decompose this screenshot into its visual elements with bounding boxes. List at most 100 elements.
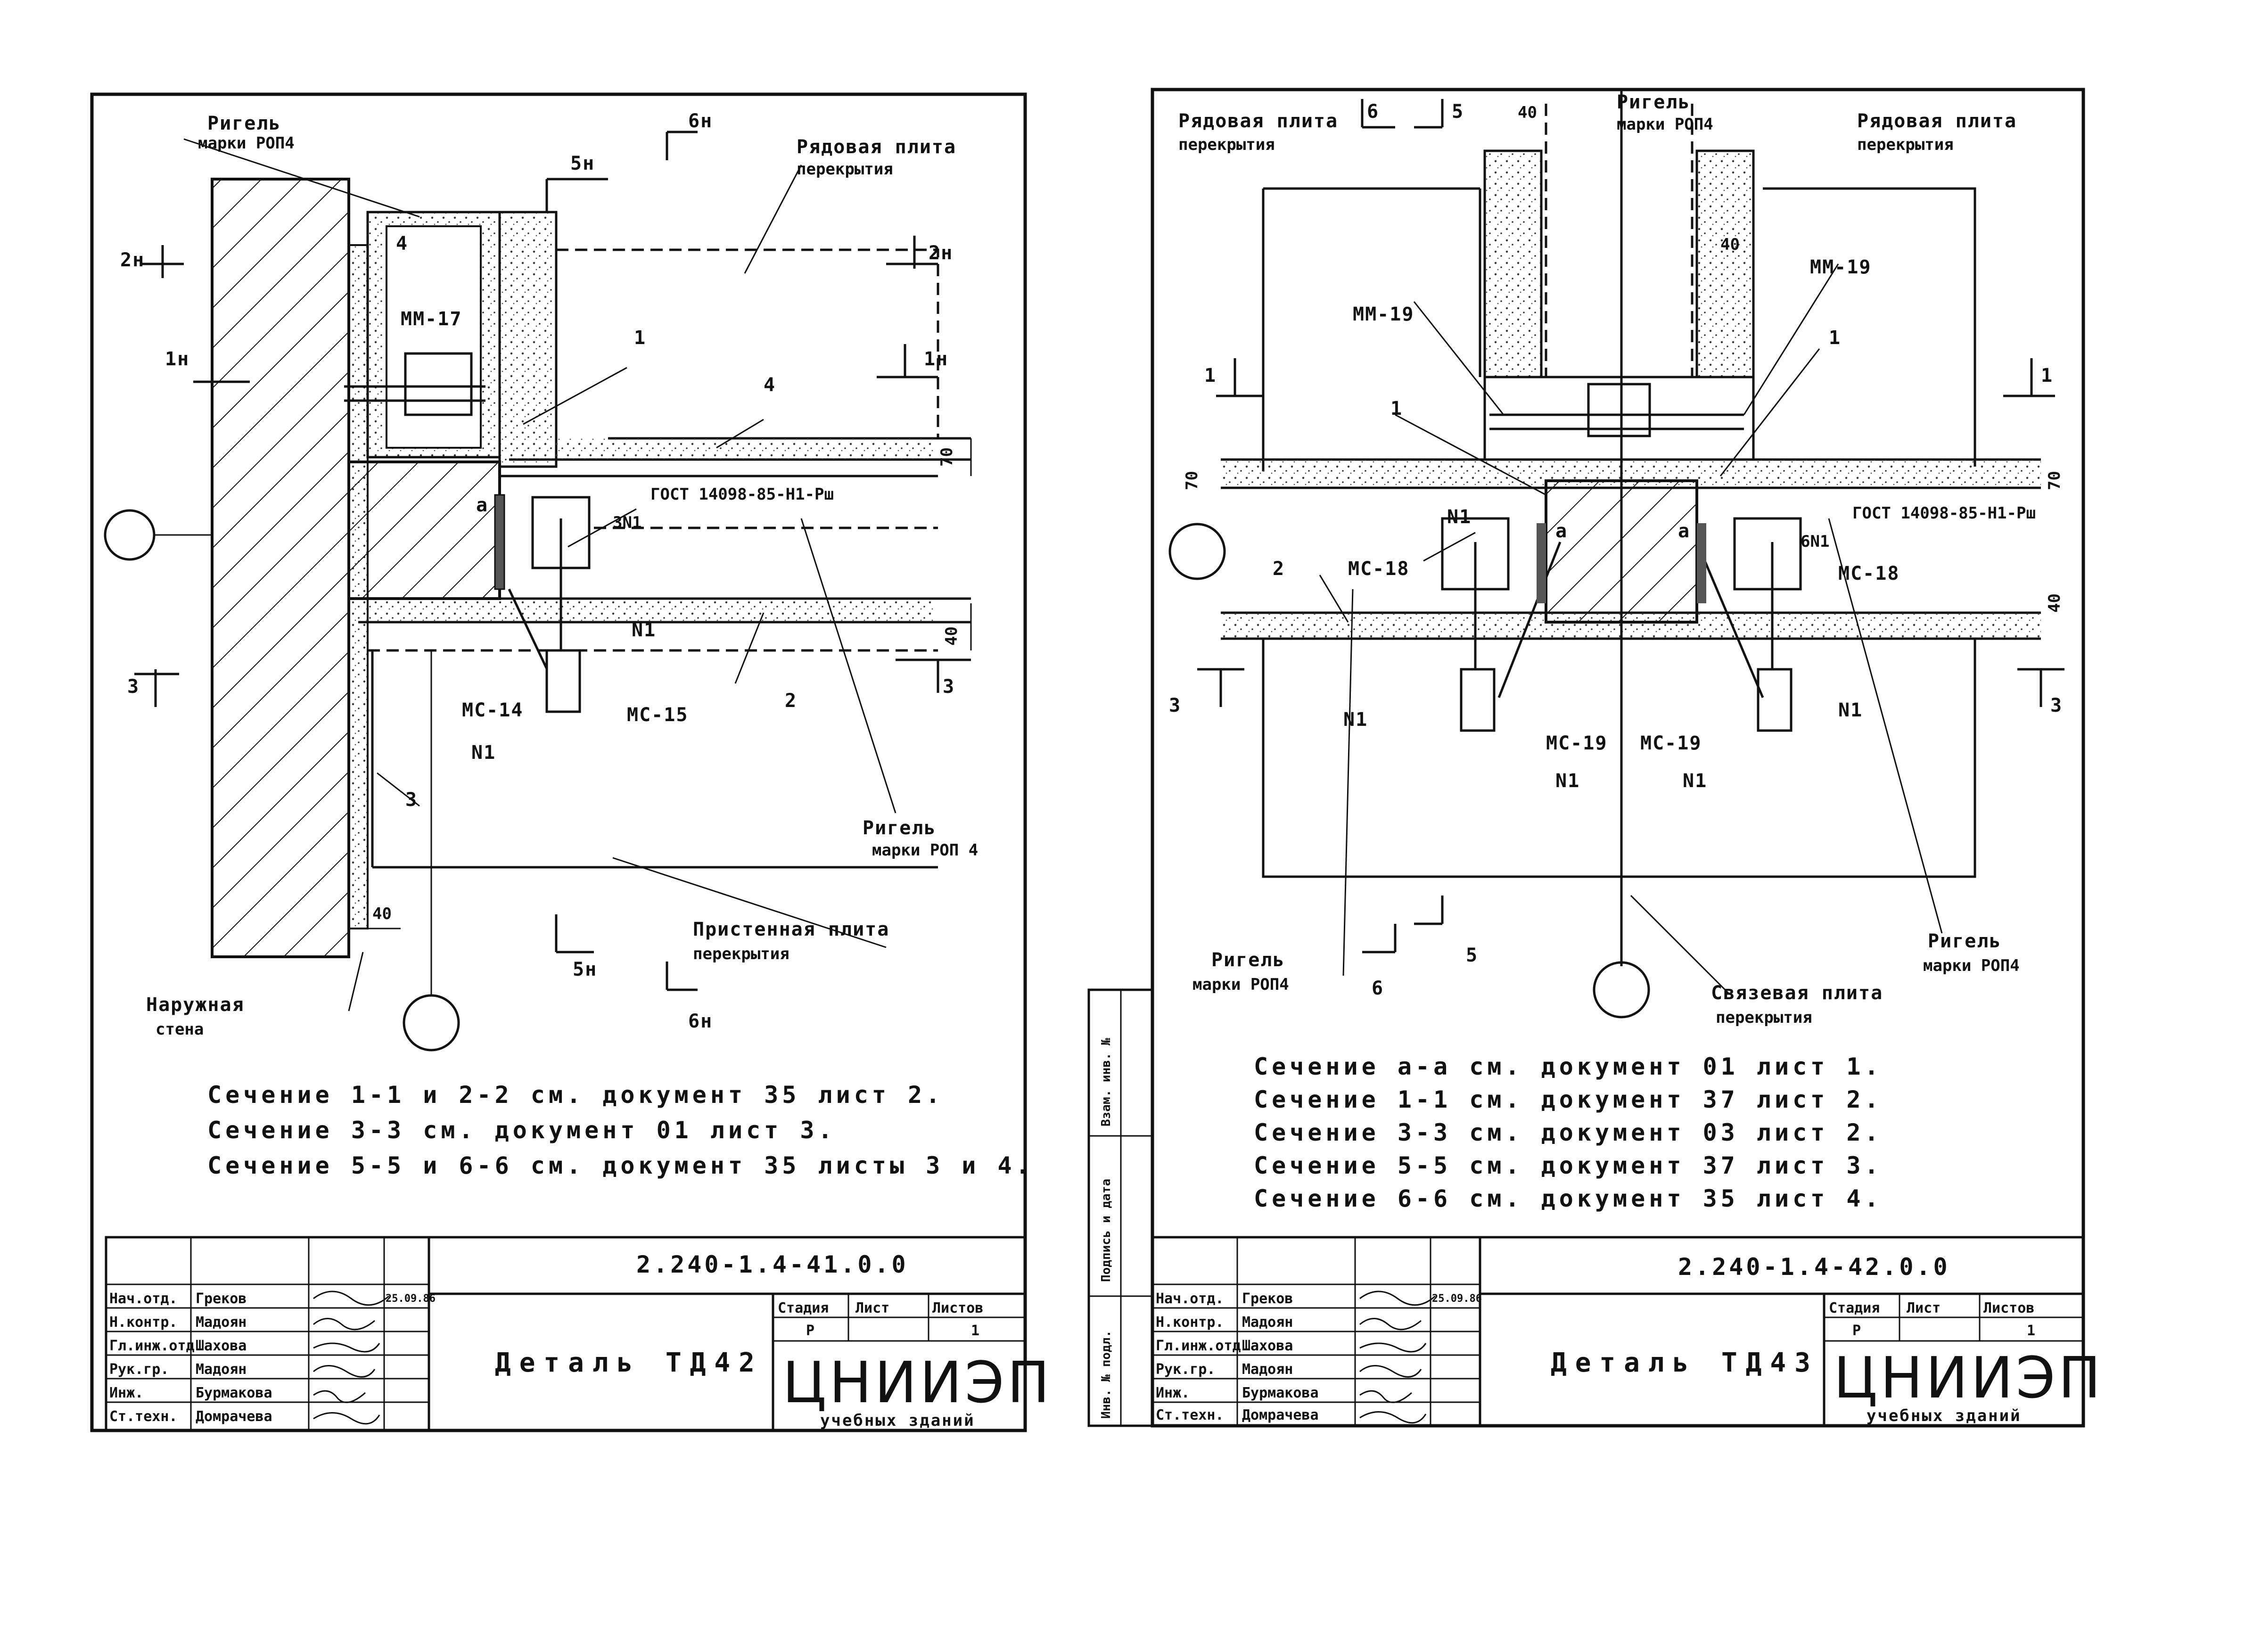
note-1: Сечение 1-1 и 2-2 см. документ 35 лист 2… xyxy=(207,1081,944,1109)
side-stamp-inv: Инв. № подл. xyxy=(1099,1330,1113,1419)
tb-name-5: Домрачева xyxy=(196,1408,272,1425)
r-label-n1-4: N1 xyxy=(1683,770,1707,792)
label-gost: ГОСТ 14098-85-Н1-Рш xyxy=(650,485,834,504)
label-slab-top-2: перекрытия xyxy=(797,160,893,179)
tb-sheets-header: Листов xyxy=(932,1300,983,1316)
r-tb-code: 2.240-1.4-42.0.0 xyxy=(1678,1253,1950,1281)
r-label-rigel-br-mark: марки РОП4 xyxy=(1923,956,2020,975)
r-label-tie-slab-2: перекрытия xyxy=(1716,1008,1812,1027)
tb-code: 2.240-1.4-41.0.0 xyxy=(636,1251,909,1278)
tb-org: ЦНИИЭП xyxy=(782,1350,1053,1416)
axis-marker-bottom xyxy=(403,994,460,1052)
label-rigel-right: Ригель xyxy=(863,817,937,839)
r-dim-40-top: 40 xyxy=(1518,103,1537,122)
dim-70: 70 xyxy=(937,447,956,467)
r-tb-name-5: Домрачева xyxy=(1242,1407,1319,1423)
r-label-n1-5: N1 xyxy=(1838,699,1863,721)
pos-4a: 4 xyxy=(396,233,408,255)
r-tb-role-5: Ст.техн. xyxy=(1156,1407,1224,1423)
side-stamp-sign: Подпись и дата xyxy=(1099,1179,1113,1282)
r-tb-sheets-header: Листов xyxy=(1983,1300,2034,1316)
r-label-weld-6n1: 6N1 xyxy=(1801,532,1829,551)
label-n1-a: N1 xyxy=(632,619,656,641)
axis-marker-right-bottom xyxy=(1593,961,1650,1019)
pos-2: 2 xyxy=(785,690,797,712)
r-signature-0 xyxy=(1359,1290,1436,1306)
r-note-3: Сечение 3-3 см. документ 03 лист 2. xyxy=(1254,1119,1883,1146)
r-tb-role-0: Нач.отд. xyxy=(1156,1290,1224,1307)
axis-marker-right-left xyxy=(1168,523,1226,580)
embedded-plate-top xyxy=(1587,383,1651,437)
cut-6n-bottom: 6н xyxy=(688,1011,713,1032)
right-rigel-top xyxy=(1483,90,1755,966)
tb-role-2: Гл.инж.отд xyxy=(109,1338,195,1354)
pos-1: 1 xyxy=(634,327,646,349)
r-label-ms18-right: МС-18 xyxy=(1838,563,1900,584)
label-n1-b: N1 xyxy=(471,742,496,764)
label-weld-3n1: 3N1 xyxy=(613,513,641,532)
r-pos-2: 2 xyxy=(1273,558,1285,580)
r-label-slab-right-2: перекрытия xyxy=(1857,135,1954,154)
r-note-4: Сечение 5-5 см. документ 37 лист 3. xyxy=(1254,1152,1883,1179)
left-dims xyxy=(358,438,972,929)
r-label-rigel-bl-mark: марки РОП4 xyxy=(1192,975,1289,994)
r-label-ms18: МС-18 xyxy=(1348,558,1409,580)
left-section-marks xyxy=(134,131,971,991)
tb-name-2: Шахова xyxy=(196,1338,247,1354)
r-tb-org-sub: учебных зданий xyxy=(1867,1406,2022,1425)
r-note-2: Сечение 1-1 см. документ 37 лист 2. xyxy=(1254,1086,1883,1113)
label-ms14: МС-14 xyxy=(462,699,523,721)
r-pos-1b: 1 xyxy=(1829,327,1841,349)
tb-name-3: Мадоян xyxy=(196,1361,247,1378)
outer-wall xyxy=(211,178,369,958)
r-label-ms19-right: МС-19 xyxy=(1640,732,1702,754)
r-cut-1-right: 1 xyxy=(2041,365,2053,386)
r-label-slab-left-2: перекрытия xyxy=(1178,135,1275,154)
r-signature-3 xyxy=(1359,1365,1422,1378)
r-tb-role-4: Инж. xyxy=(1156,1385,1190,1401)
r-cut-6-top: 6 xyxy=(1367,101,1379,123)
side-stamp: Инв. № подл. Подпись и дата Взам. инв. № xyxy=(1087,988,1154,1427)
r-tb-role-2: Гл.инж.отд xyxy=(1156,1338,1241,1354)
r-cut-1-left: 1 xyxy=(1204,365,1217,386)
pos-4b: 4 xyxy=(764,374,776,396)
tb-sheet-header: Лист xyxy=(855,1300,889,1316)
r-note-5: Сечение 6-6 см. документ 35 лист 4. xyxy=(1254,1185,1883,1212)
r-dim-40-mid: 40 xyxy=(1720,235,1740,254)
r-tb-name-1: Мадоян xyxy=(1242,1314,1293,1331)
r-label-n1-1: N1 xyxy=(1447,506,1472,528)
tb-role-5: Ст.техн. xyxy=(109,1408,178,1425)
signature-4 xyxy=(313,1390,366,1403)
signature-3 xyxy=(313,1365,376,1378)
label-mm17: ММ-17 xyxy=(401,308,462,330)
label-wall-slab-2: перекрытия xyxy=(693,945,789,963)
left-leaders xyxy=(183,138,896,1011)
r-signature-5 xyxy=(1359,1411,1427,1424)
r-dim-40-right: 40 xyxy=(2045,593,2064,613)
r-tb-org: ЦНИИЭП xyxy=(1834,1346,2104,1411)
r-tb-name-2: Шахова xyxy=(1242,1338,1293,1354)
label-slab-top: Рядовая плита xyxy=(797,136,956,158)
left-sheet: Ригель марки РОП4 Рядовая плита перекрыт… xyxy=(90,92,1053,1432)
r-cut-6-bottom: 6 xyxy=(1372,978,1384,999)
r-label-gost: ГОСТ 14098-85-Н1-Рш xyxy=(1852,504,2036,523)
label-rigel-top-mark: марки РОП4 xyxy=(198,134,295,153)
r-label-slab-left: Рядовая плита xyxy=(1178,110,1338,132)
tb-stage: Р xyxy=(806,1323,814,1339)
r-signature-1 xyxy=(1359,1318,1422,1331)
right-leaders xyxy=(1319,263,1943,995)
right-slabs xyxy=(1221,187,2041,878)
r-tb-name-4: Бурмакова xyxy=(1242,1385,1319,1401)
cut-1n-left: 1н xyxy=(165,348,189,370)
tb-sheets: 1 xyxy=(971,1323,979,1339)
tb-date: 25.09.86 xyxy=(386,1293,436,1305)
r-dim-70-right: 70 xyxy=(2045,471,2064,490)
r-tb-stage-header: Стадия xyxy=(1829,1300,1880,1316)
r-note-1: Сечение а-а см. документ 01 лист 1. xyxy=(1254,1053,1883,1080)
tb-org-sub: учебных зданий xyxy=(820,1411,975,1430)
right-section-marks xyxy=(1197,99,2064,953)
signature-5 xyxy=(313,1412,380,1425)
r-label-rigel-br: Ригель xyxy=(1928,930,2002,952)
r-label-tie-slab: Связевая плита xyxy=(1711,982,1883,1004)
tb-name-4: Бурмакова xyxy=(196,1385,272,1401)
